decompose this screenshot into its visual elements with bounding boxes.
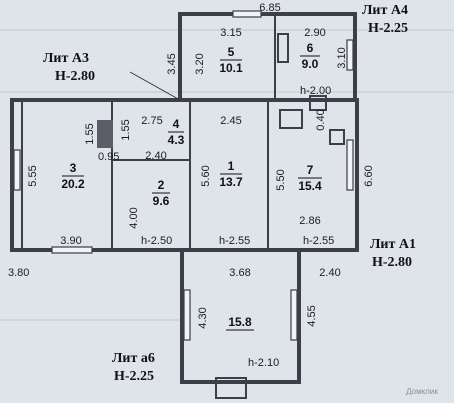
stove-block bbox=[97, 120, 113, 148]
dim-155-right: 1.55 bbox=[120, 119, 132, 140]
shower-fixture bbox=[277, 33, 289, 63]
sink-fixture bbox=[329, 129, 345, 145]
lit-a3-label: Лит А3 bbox=[43, 51, 89, 66]
window-a4-right bbox=[346, 39, 354, 71]
dim-room5-height: 3.20 bbox=[194, 53, 206, 74]
dim-095: 0.95 bbox=[98, 151, 119, 163]
room-1-number: 1 bbox=[228, 159, 235, 173]
lit-a3-leader bbox=[129, 71, 181, 101]
room-7-area: 15.4 bbox=[298, 179, 322, 193]
dim-390: 3.90 bbox=[60, 235, 81, 247]
dim-155-left: 1.55 bbox=[84, 123, 96, 144]
main-outline bbox=[10, 98, 359, 252]
dim-h200: h-2.00 bbox=[300, 85, 331, 97]
watermark-logo-text: Домклик bbox=[406, 387, 438, 396]
room-1-area: 13.7 bbox=[219, 175, 243, 189]
dim-240-bottom: 2.40 bbox=[319, 267, 340, 279]
porch-a6-outline bbox=[180, 248, 301, 384]
dim-560: 5.60 bbox=[200, 165, 212, 186]
room-3-number: 3 bbox=[70, 161, 77, 175]
room-2-number: 2 bbox=[158, 178, 165, 192]
porch-steps bbox=[215, 377, 247, 399]
dim-380: 3.80 bbox=[8, 267, 29, 279]
dim-room6-height: 3.10 bbox=[336, 47, 348, 68]
porch-area: 15.8 bbox=[228, 315, 252, 329]
dim-h255-room1: h-2.55 bbox=[219, 235, 250, 247]
room-5-number: 5 bbox=[228, 45, 235, 59]
window-bottom-left bbox=[51, 246, 93, 254]
dim-h210: h-2.10 bbox=[248, 357, 279, 369]
window-porch-left bbox=[183, 289, 191, 341]
dim-h250: h-2.50 bbox=[141, 235, 172, 247]
room-4-area: 4.3 bbox=[168, 133, 185, 147]
dim-430: 4.30 bbox=[197, 307, 209, 328]
window-top bbox=[232, 10, 262, 18]
room-7-number: 7 bbox=[307, 163, 314, 177]
lit-a3-height: Н-2.80 bbox=[55, 69, 95, 84]
dim-400: 4.00 bbox=[128, 207, 140, 228]
lit-a4-height: Н-2.25 bbox=[368, 21, 408, 36]
dim-550: 5.50 bbox=[275, 169, 287, 190]
dim-top-annex: 6.85 bbox=[259, 2, 280, 14]
lit-a1-height: Н-2.80 bbox=[372, 255, 412, 270]
dim-660: 6.60 bbox=[363, 165, 375, 186]
room-5-area: 10.1 bbox=[219, 61, 243, 75]
stove-fixture bbox=[309, 95, 327, 111]
window-porch-right bbox=[290, 289, 298, 341]
dim-455: 4.55 bbox=[306, 305, 318, 326]
dim-555: 5.55 bbox=[27, 165, 39, 186]
dim-040: 0.40 bbox=[315, 109, 327, 130]
room-3-area: 20.2 bbox=[61, 177, 85, 191]
lit-a6-height: Н-2.25 bbox=[114, 369, 154, 384]
dim-245: 2.45 bbox=[220, 115, 241, 127]
dim-275: 2.75 bbox=[141, 115, 162, 127]
room-4-number: 4 bbox=[173, 117, 180, 131]
dim-room6-width: 2.90 bbox=[304, 27, 325, 39]
lit-a4-label: Лит А4 bbox=[362, 3, 408, 18]
lit-a1-label: Лит А1 bbox=[370, 237, 416, 252]
room-6-area: 9.0 bbox=[302, 57, 319, 71]
window-left bbox=[13, 149, 21, 191]
room-6-number: 6 bbox=[307, 41, 314, 55]
dim-annex-height: 3.45 bbox=[166, 53, 178, 74]
dim-286: 2.86 bbox=[299, 215, 320, 227]
window-right bbox=[346, 139, 354, 191]
dim-368: 3.68 bbox=[229, 267, 250, 279]
bath-fixture bbox=[279, 109, 303, 129]
lit-a6-label: Лит а6 bbox=[112, 351, 155, 366]
dim-240: 2.40 bbox=[145, 150, 166, 162]
room-2-area: 9.6 bbox=[153, 194, 170, 208]
dim-h255-room7: h-2.55 bbox=[303, 235, 334, 247]
dim-room5-width: 3.15 bbox=[220, 27, 241, 39]
